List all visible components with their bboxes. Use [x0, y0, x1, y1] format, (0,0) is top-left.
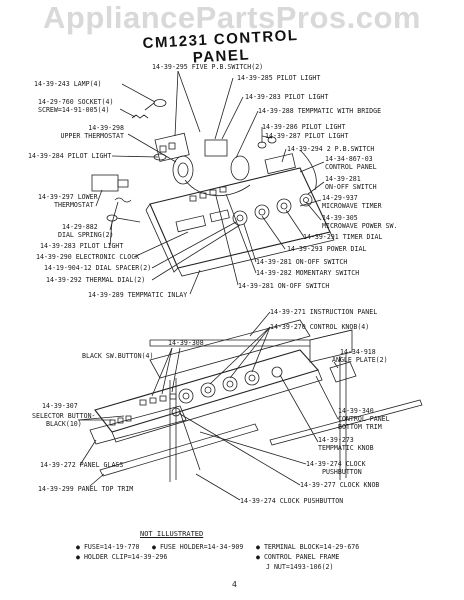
callout-bottom-trim-a: CONTROL PANEL — [338, 415, 390, 423]
callout-panel-top-trim: 14-39-299 PANEL TOP TRIM — [38, 485, 134, 493]
callout-lower-thermostat-num: 14-39-297 LOWER — [38, 193, 98, 201]
callout-bottom-trim-b: BOTTOM TRIM — [338, 423, 382, 431]
callout-selector-button-color: BLACK(10) — [46, 420, 82, 428]
ni-holder-clip-text: HOLDER CLIP=14-39-296 — [83, 553, 168, 561]
callout-on-off-switch-top: ON-OFF SWITCH — [325, 183, 377, 191]
callout-tempmatic-bridge: 14-39-288 TEMPMATIC WITH BRIDGE — [258, 107, 382, 115]
ni-jnut: J NUT=1493-106(2) — [266, 563, 334, 571]
callout-lamp: 14-39-243 LAMP(4) — [34, 80, 102, 88]
callout-tempmatic-knob-num: 14-39-273 — [318, 436, 354, 444]
callout-clock-pushbutton-b: 14-39-274 CLOCK PUSHBUTTON — [240, 497, 344, 505]
callout-pilot-light-284: 14-39-284 PILOT LIGHT — [28, 152, 112, 160]
callout-instruction-panel: 14-39-271 INSTRUCTION PANEL — [270, 308, 378, 316]
callout-five-pb-switch: 14-39-295 FIVE P.B.SWITCH(2) — [152, 63, 264, 71]
callout-pilot-light-283: 14-39-283 PILOT LIGHT — [245, 93, 329, 101]
callout-microwave-timer: MICROWAVE TIMER — [322, 202, 382, 210]
ni-fuse-holder: ● FUSE HOLDER=14-34-909 — [152, 543, 244, 551]
not-illustrated-title: NOT ILLUSTRATED — [140, 530, 204, 538]
callout-timer-dial: 14-39-291 TIMER DIAL — [303, 233, 383, 241]
ni-holder-clip: ● HOLDER CLIP=14-39-296 — [76, 553, 168, 561]
callout-thermal-dial: 14-39-292 THERMAL DIAL(2) — [46, 276, 146, 284]
callout-angle-plate-num: 14-34-918 — [340, 348, 376, 356]
page-number: 4 — [232, 580, 237, 589]
callout-momentary-switch: 14-39-282 MOMENTARY SWITCH — [256, 269, 360, 277]
callout-bottom-trim-num: 14-39-340 — [338, 407, 374, 415]
callout-panel-glass: 14-39-272 PANEL GLASS — [40, 461, 124, 469]
callout-selector-button: SELECTOR BUTTON- — [32, 412, 96, 420]
ni-frame: ● CONTROL PANEL FRAME — [256, 553, 340, 561]
callout-tempmatic-inlay: 14-39-289 TEMPMATIC INLAY — [88, 291, 188, 299]
callout-pilot-light-286: 14-39-286 PILOT LIGHT — [262, 123, 346, 131]
ni-terminal-block-text: TERMINAL BLOCK=14-29-676 — [263, 543, 360, 551]
callout-clock-knob: 14-39-277 CLOCK KNOB — [300, 481, 380, 489]
callout-dial-spring-num: 14-29-882 — [62, 223, 98, 231]
watermark: AppliancePartsPros.com — [43, 0, 421, 35]
callout-tempmatic-knob: TEMPMATIC KNOB — [318, 444, 374, 452]
callout-upper-thermostat: UPPER THERMOSTAT — [60, 132, 124, 140]
ni-terminal-block: ● TERMINAL BLOCK=14-29-676 — [256, 543, 360, 551]
callout-upper-thermostat-num: 14-39-298 — [88, 124, 124, 132]
callout-lower-thermostat: THERMOSTAT — [54, 201, 94, 209]
callout-on-off-switch-top-num: 14-39-281 — [325, 175, 361, 183]
callout-control-panel: CONTROL PANEL — [325, 163, 377, 171]
callout-dial-spring: DIAL SPRING(2) — [58, 231, 114, 239]
ni-fuse-holder-text: FUSE HOLDER=14-34-909 — [159, 543, 244, 551]
callout-two-pb-switch: 14-39-294 2 P.B.SWITCH — [287, 145, 375, 153]
callout-socket: 14-29-760 SOCKET(4) — [38, 98, 114, 106]
callout-black-button: BLACK SW.BUTTON(4) — [82, 352, 154, 360]
callout-clock-pushbutton-a: PUSHBUTTON — [322, 468, 362, 476]
callout-pilot-light-287: 14-39-287 PILOT LIGHT — [265, 132, 349, 140]
callout-microwave-power: MICROWAVE POWER SW. — [322, 222, 398, 230]
callout-pilot-light-285: 14-39-285 PILOT LIGHT — [237, 74, 321, 82]
callout-power-dial: 14-39-293 POWER DIAL — [287, 245, 367, 253]
ni-fuse-text: FUSE=14-19-770 — [83, 543, 140, 551]
callout-microwave-timer-num: 14-29-937 — [322, 194, 358, 202]
callout-dial-spacer: 14-19-904-12 DIAL SPACER(2) — [44, 264, 152, 272]
callout-microwave-power-num: 14-39-305 — [322, 214, 358, 222]
callout-angle-plate: ANGLE PLATE(2) — [332, 356, 388, 364]
ni-frame-text: CONTROL PANEL FRAME — [263, 553, 340, 561]
callout-clock-pushbutton-num: 14-39-274 CLOCK — [306, 460, 366, 468]
callout-selector-button-num: 14-39-307 — [42, 402, 78, 410]
callout-on-off-switch-low: 14-39-281 ON-OFF SWITCH — [238, 282, 330, 290]
callout-control-knob: 14-39-270 CONTROL KNOB(4) — [270, 323, 370, 331]
callout-socket-screw: SCREW=14-91-005(4) — [38, 106, 110, 114]
callout-electronic-clock: 14-39-290 ELECTRONIC CLOCK — [36, 253, 140, 261]
callout-black-button-num: 14-39-308 — [168, 339, 204, 347]
callout-pilot-light-283b: 14-39-283 PILOT LIGHT — [40, 242, 124, 250]
control-panel-outline — [149, 167, 331, 269]
callout-on-off-switch-mid: 14-39-281 ON-OFF SWITCH — [256, 258, 348, 266]
callout-control-panel-num: 14-34-867-03 — [325, 155, 373, 163]
ni-fuse: ● FUSE=14-19-770 — [76, 543, 140, 551]
